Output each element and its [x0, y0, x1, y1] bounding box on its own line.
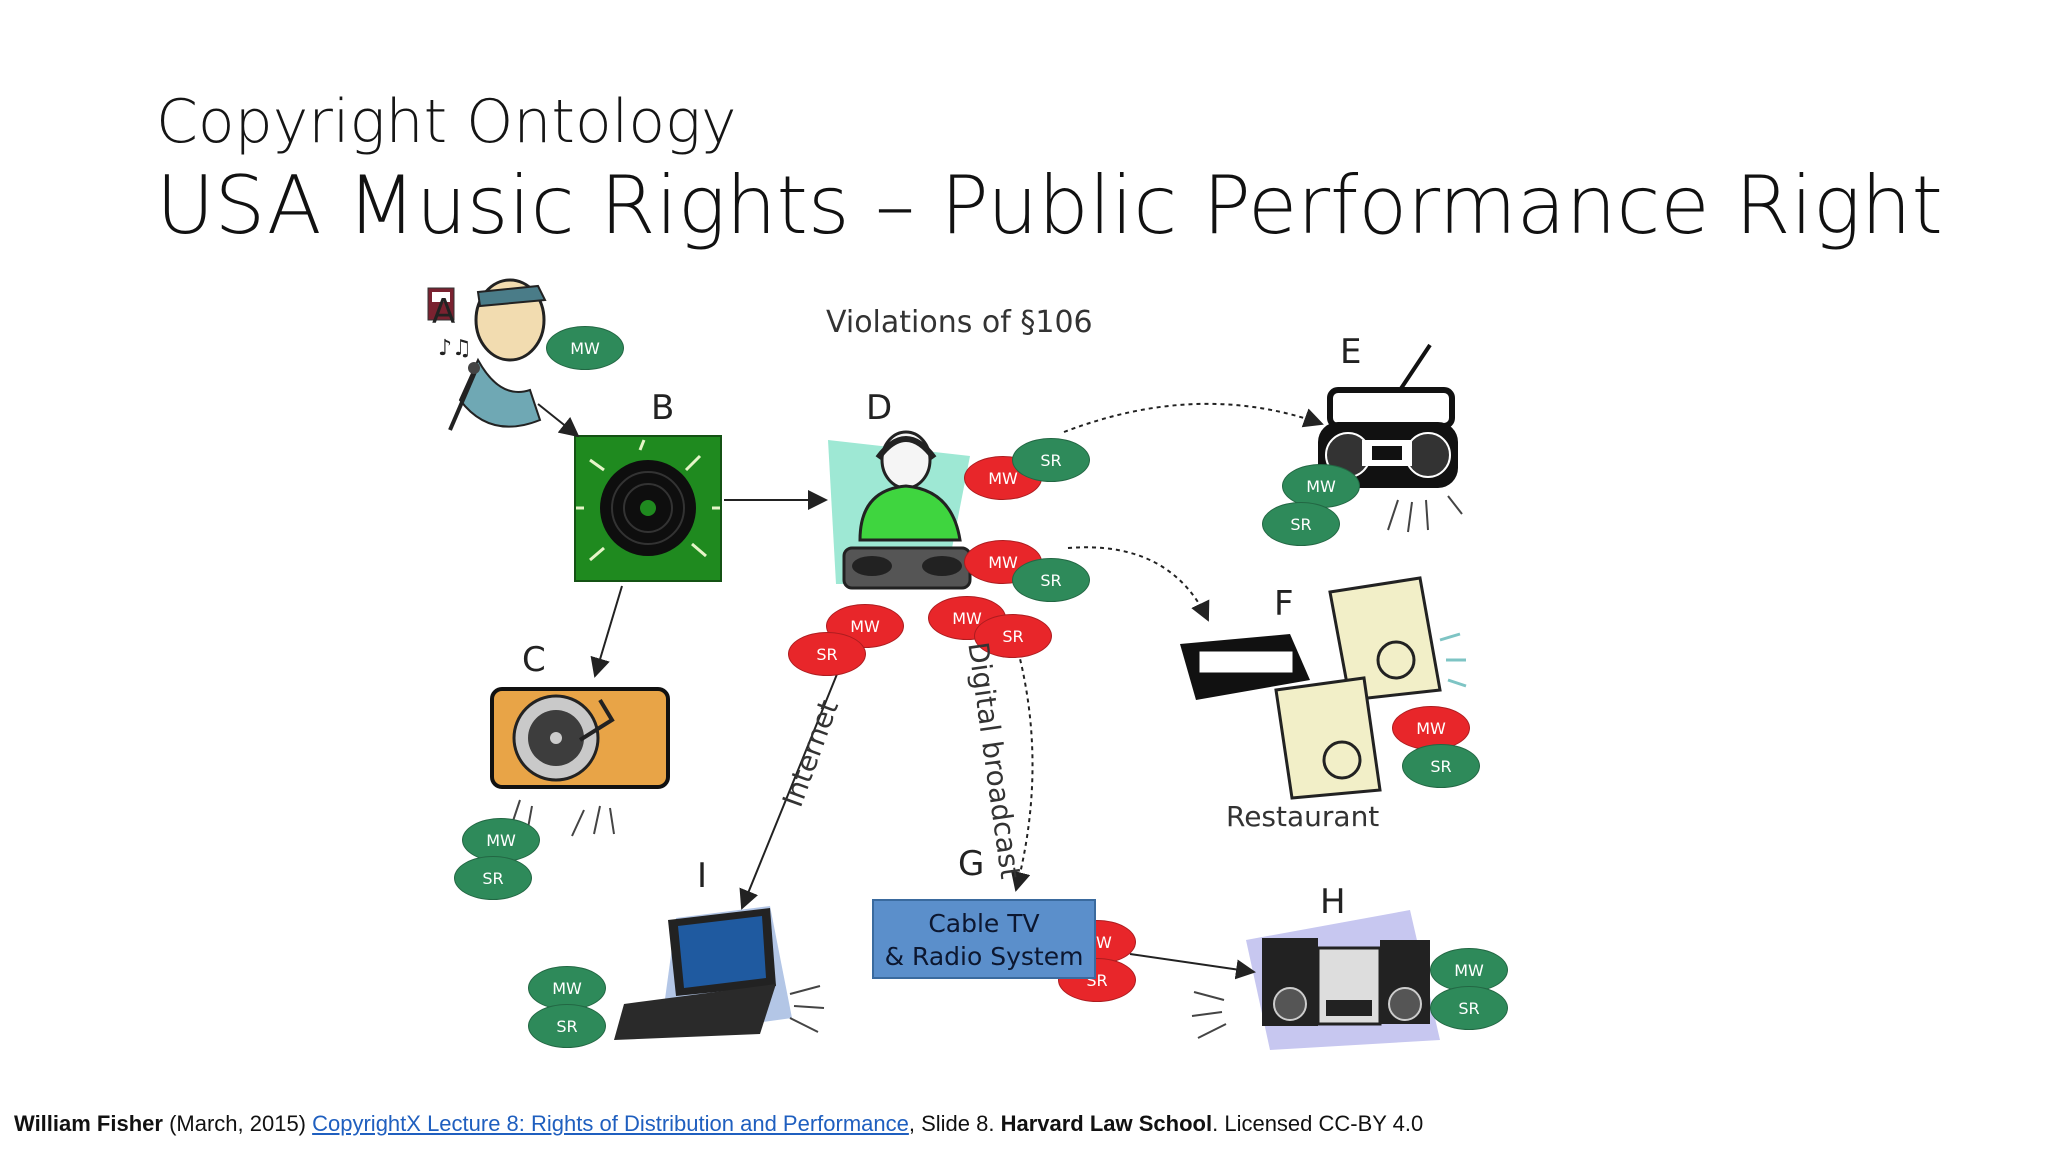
singer-icon: ♪♫: [427, 278, 547, 431]
mw-oval: MW: [546, 326, 624, 370]
footer-slide: , Slide 8.: [908, 1111, 1001, 1136]
cd-player-icon: [1180, 576, 1467, 800]
node-letter-i: I: [697, 856, 708, 896]
stereo-system-icon: [1191, 910, 1440, 1050]
cable-tv-box: Cable TV & Radio System: [872, 899, 1096, 979]
footer-date: (March, 2015): [162, 1111, 313, 1136]
node-letter-c: C: [522, 640, 546, 680]
footer-author: William Fisher: [14, 1111, 163, 1136]
node-letter-h: H: [1320, 882, 1346, 922]
node-letter-a: A: [432, 292, 456, 332]
node-letter-f: F: [1274, 584, 1294, 624]
sr-oval: SR: [1262, 502, 1340, 546]
footer-license: . Licensed CC-BY 4.0: [1212, 1111, 1424, 1136]
svg-text:♪♫: ♪♫: [438, 336, 472, 361]
footer-lecture-link[interactable]: CopyrightX Lecture 8: Rights of Distribu…: [312, 1111, 909, 1136]
node-letter-b: B: [651, 388, 675, 428]
mw-oval: MW: [462, 818, 540, 862]
mw-oval: MW: [528, 966, 606, 1010]
sr-oval: SR: [528, 1004, 606, 1048]
node-letter-e: E: [1340, 332, 1362, 372]
cable-line-1: Cable TV: [928, 909, 1040, 938]
sr-oval: SR: [1012, 438, 1090, 482]
footer-school: Harvard Law School: [1000, 1111, 1213, 1136]
dj-icon: [828, 430, 972, 590]
sr-oval: SR: [788, 632, 866, 676]
slide-subtitle: Copyright Ontology: [156, 87, 737, 157]
footer-credit: William Fisher (March, 2015) CopyrightX …: [14, 1111, 1423, 1137]
mw-oval: MW: [1392, 706, 1470, 750]
sr-oval: SR: [1402, 744, 1480, 788]
diagram-heading: Violations of §106: [826, 305, 1093, 340]
sr-oval: SR: [974, 614, 1052, 658]
sr-oval: SR: [1012, 558, 1090, 602]
sr-oval: SR: [454, 856, 532, 900]
cable-line-2: & Radio System: [884, 942, 1084, 971]
mw-oval: MW: [1430, 948, 1508, 992]
sr-oval: SR: [1430, 986, 1508, 1030]
restaurant-label: Restaurant: [1226, 800, 1380, 833]
slide-title: USA Music Rights – Public Performance Ri…: [156, 159, 1943, 252]
node-letter-g: G: [958, 844, 985, 884]
turntable-icon: [490, 687, 670, 837]
vinyl-record-icon: [574, 435, 722, 582]
sr-oval: SR: [1058, 958, 1136, 1002]
laptop-icon: [614, 906, 825, 1040]
node-letter-d: D: [866, 388, 893, 428]
